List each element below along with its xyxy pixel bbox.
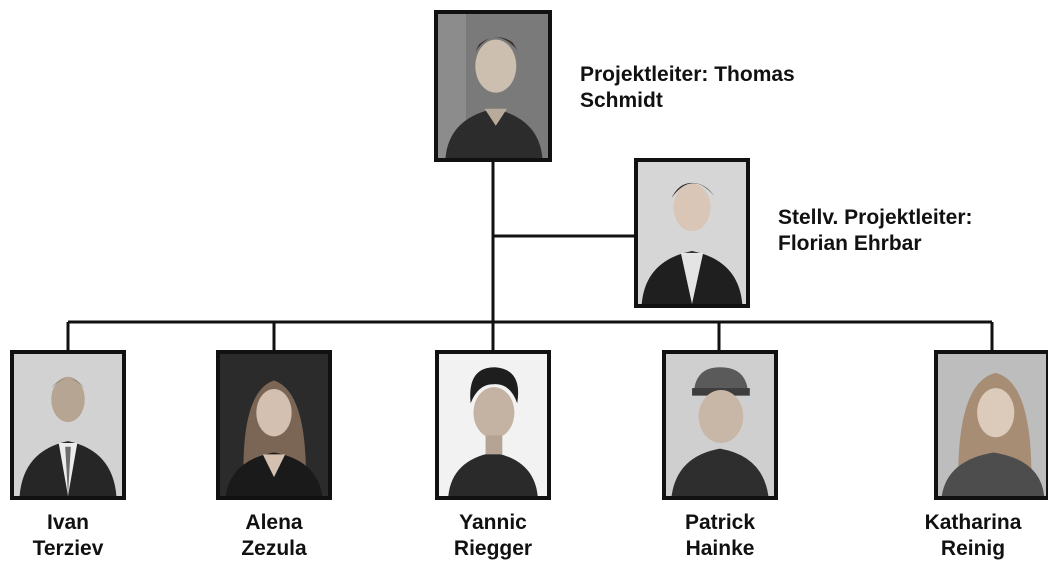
member-last-name: Reinig: [940, 537, 1006, 560]
member-name-ivan-terziev: Ivan Terziev: [0, 510, 143, 562]
member-first-name: Yannic: [459, 511, 527, 534]
leader-photo: [434, 10, 552, 162]
member-last-name: Zezula: [241, 537, 307, 560]
deputy-title: Stellv. Projektleiter: Florian Ehrbar: [778, 205, 1048, 257]
member-first-name: Alena: [245, 511, 303, 534]
deputy-title-line1: Stellv. Projektleiter:: [778, 206, 973, 229]
member-name-patrick-hainke: Patrick Hainke: [645, 510, 795, 562]
member-name-katharina-reinig: Katharina Reinig: [898, 510, 1048, 562]
leader-title: Projektleiter: Thomas Schmidt: [580, 62, 900, 114]
member-first-name: Ivan: [46, 511, 90, 534]
member-name-alena-zezula: Alena Zezula: [199, 510, 349, 562]
member-photo-katharina-reinig: [934, 350, 1048, 500]
member-last-name: Riegger: [453, 537, 533, 560]
deputy-title-line2: Florian Ehrbar: [778, 232, 922, 255]
member-first-name: Patrick: [684, 511, 756, 534]
member-photo-patrick-hainke: [662, 350, 778, 500]
member-last-name: Terziev: [32, 537, 104, 560]
member-last-name: Hainke: [685, 537, 755, 560]
member-name-yannic-riegger: Yannic Riegger: [418, 510, 568, 562]
deputy-photo: [634, 158, 750, 308]
member-photo-ivan-terziev: [10, 350, 126, 500]
leader-title-line1: Projektleiter: Thomas: [580, 63, 795, 86]
member-photo-alena-zezula: [216, 350, 332, 500]
member-first-name: Katharina: [924, 511, 1022, 534]
member-photo-yannic-riegger: [435, 350, 551, 500]
leader-title-line2: Schmidt: [580, 89, 663, 112]
